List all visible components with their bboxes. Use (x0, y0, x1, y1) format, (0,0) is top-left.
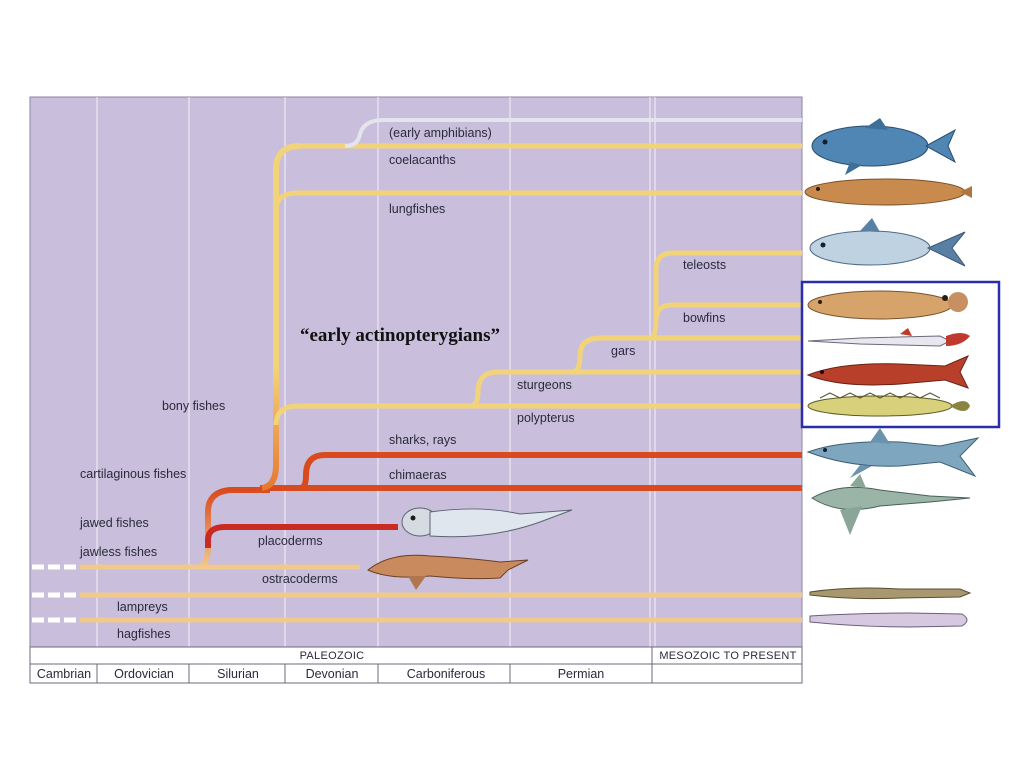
label-teleosts: teleosts (683, 258, 726, 272)
label-chimaeras: chimaeras (389, 468, 447, 482)
lamprey-icon (809, 587, 972, 600)
ostracoderm-fish-icon (367, 554, 529, 590)
label-sturgeons: sturgeons (517, 378, 572, 392)
label-gars: gars (611, 344, 635, 358)
polypterus-fish-icon (807, 392, 970, 417)
era-mesozoic: MESOZOIC TO PRESENT (659, 650, 796, 662)
gar-fish-icon (807, 328, 970, 347)
label-bowfins: bowfins (683, 311, 725, 325)
lungfish-icon (804, 178, 972, 206)
label-polypterus: polypterus (517, 411, 575, 425)
period-devonian: Devonian (306, 667, 359, 681)
branch-polypterus (273, 403, 802, 426)
label-early-amphibians: (early amphibians) (389, 126, 492, 140)
branch-sturgeons (469, 369, 802, 409)
period-ordovician: Ordovician (114, 667, 174, 681)
branch-sharks-rays (299, 452, 802, 491)
lineage-labels: (early amphibians) coelacanths lungfishe… (79, 126, 726, 641)
bony-lineages (273, 143, 802, 426)
label-sharks-rays: sharks, rays (389, 433, 456, 447)
placoderm-fish-icon (401, 507, 573, 538)
branch-lungfishes (273, 190, 802, 211)
branch-early-amphibians (344, 118, 802, 148)
branch-bowfins (649, 302, 802, 341)
label-ostracoderms: ostracoderms (262, 572, 338, 586)
label-lampreys: lampreys (117, 600, 168, 614)
label-bony-fishes: bony fishes (162, 399, 225, 413)
branch-placoderms (205, 524, 398, 548)
era-paleozoic: PALEOZOIC (300, 650, 365, 662)
jawless-lineages (32, 564, 802, 623)
branch-jawed-fishes (198, 487, 270, 570)
label-placoderms: placoderms (258, 534, 323, 548)
teleost-fish-icon (809, 218, 966, 267)
branch-bony-fishes (261, 143, 301, 491)
label-hagfishes: hagfishes (117, 627, 171, 641)
period-cambrian: Cambrian (37, 667, 91, 681)
label-jawless-fishes: jawless fishes (79, 545, 157, 559)
chimaera-icon (811, 474, 971, 535)
bowfin-fish-icon (807, 290, 968, 320)
coelacanth-fish-icon (811, 118, 957, 175)
callout-early-actinopterygians: “early actinopterygians” (300, 325, 500, 346)
branch-teleosts (653, 250, 802, 318)
sturgeon-fish-icon (806, 354, 970, 389)
timeline-axis: PALEOZOIC MESOZOIC TO PRESENT Cambrian O… (29, 646, 803, 684)
label-jawed-fishes: jawed fishes (79, 516, 149, 530)
early-actinopterygians-box (800, 280, 1001, 429)
branch-gars (571, 335, 802, 375)
period-permian: Permian (558, 667, 605, 681)
shark-icon (806, 428, 980, 478)
period-silurian: Silurian (217, 667, 259, 681)
label-coelacanths: coelacanths (389, 153, 456, 167)
label-cartilaginous-fishes: cartilaginous fishes (80, 467, 186, 481)
hagfish-icon (809, 612, 968, 628)
period-carboniferous: Carboniferous (407, 667, 486, 681)
label-lungfishes: lungfishes (389, 202, 445, 216)
cartilaginous-lineages (260, 452, 802, 491)
